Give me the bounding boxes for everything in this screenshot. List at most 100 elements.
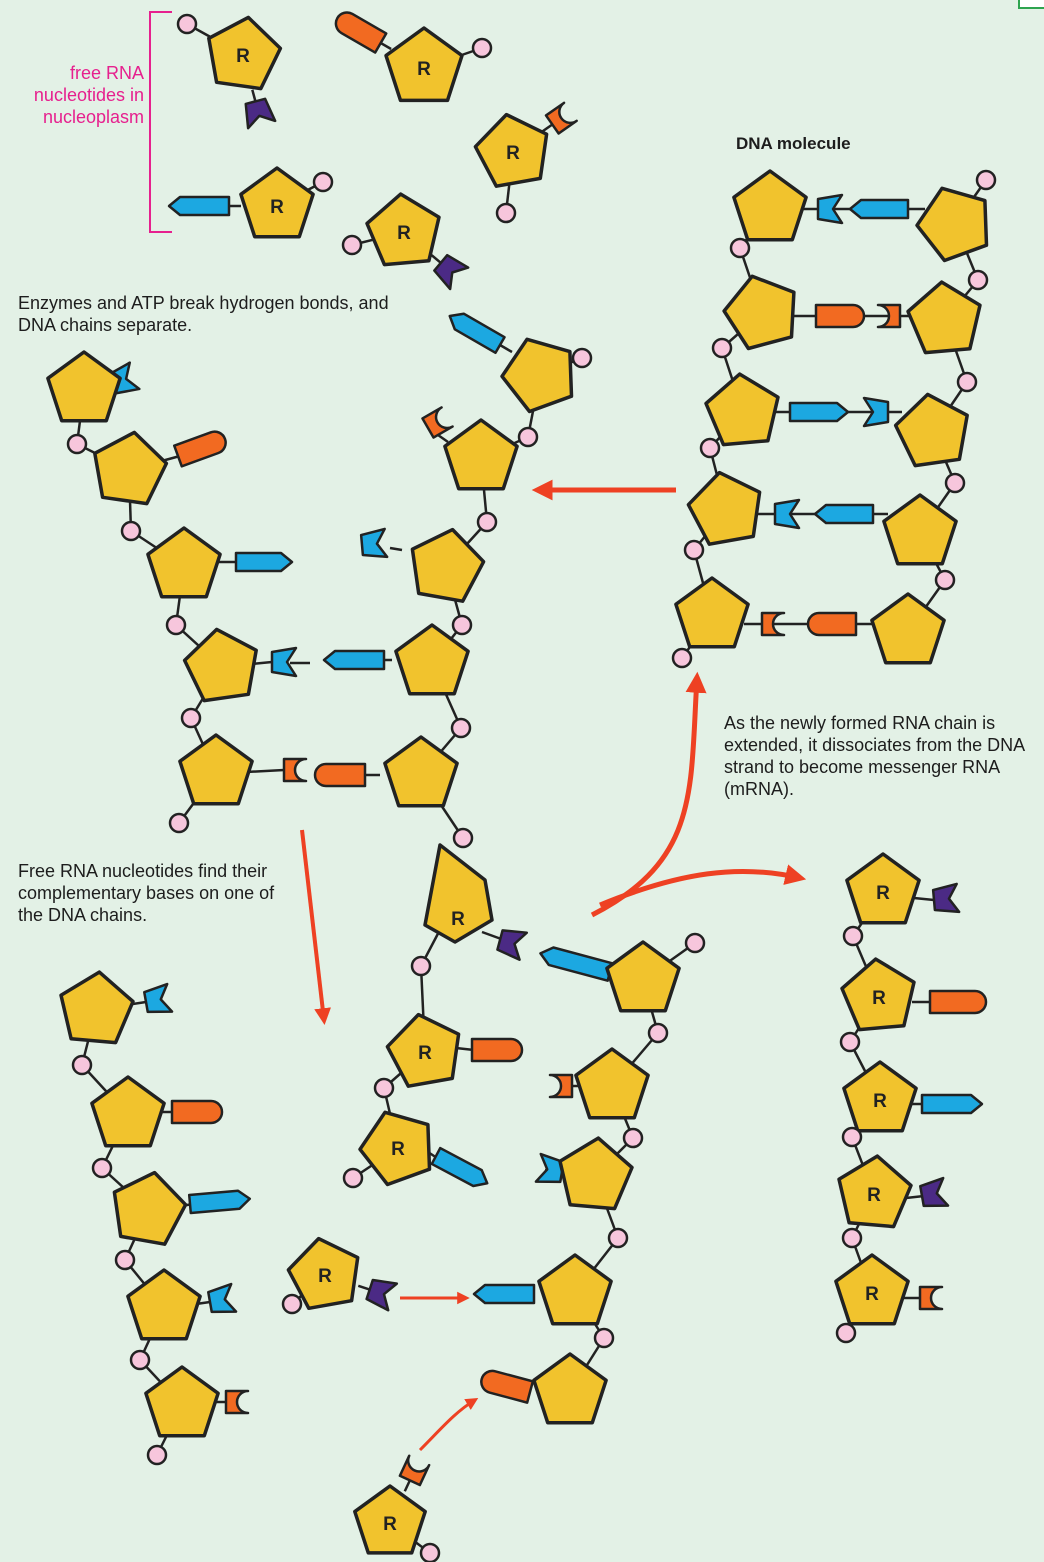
base-shape — [808, 613, 856, 635]
purple-notch-base — [242, 98, 275, 128]
phosphate-circle — [131, 1351, 149, 1369]
sugar-pentagon — [95, 432, 167, 503]
base-shape — [538, 945, 612, 981]
phosphate-circle — [686, 934, 704, 952]
ribose-letter: R — [876, 883, 890, 904]
deoxyribose-sugar — [396, 625, 468, 694]
base-shape — [284, 759, 306, 781]
phosphate-circle — [421, 1544, 439, 1562]
ribose-sugar: R — [355, 1486, 425, 1553]
deoxyribose-sugar — [917, 188, 987, 260]
base-shape — [815, 505, 873, 523]
deoxyribose-sugar — [128, 1270, 200, 1339]
base-shape — [479, 1368, 533, 1402]
base-shape — [236, 553, 292, 571]
deoxyribose-sugar — [576, 1049, 648, 1118]
blue-arrow-base — [236, 553, 292, 571]
dna-molecule-label: DNA molecule — [736, 133, 851, 155]
base-shape — [189, 1190, 250, 1213]
ribose-letter: R — [383, 1514, 397, 1535]
phosphate-circle — [454, 829, 472, 847]
base-shape — [432, 252, 468, 289]
ribose-sugar: R — [847, 854, 919, 923]
base-shape — [933, 884, 959, 914]
sugar-pentagon — [445, 420, 517, 489]
phosphate-circle — [178, 15, 196, 33]
phosphate-circle — [843, 1128, 861, 1146]
base-bond — [358, 1286, 369, 1290]
ribose-sugar: R — [839, 1156, 911, 1227]
sugar-pentagon — [412, 530, 483, 602]
ribose-letter: R — [451, 909, 465, 930]
deoxyribose-sugar — [412, 530, 483, 602]
sugar-pentagon — [576, 1049, 648, 1118]
base-shape — [445, 308, 504, 353]
phosphate-circle — [685, 541, 703, 559]
ribose-sugar: R — [475, 115, 546, 187]
ribose-letter: R — [418, 1043, 432, 1064]
blue-notch-base — [144, 984, 172, 1016]
base-shape — [920, 1178, 948, 1210]
base-shape — [536, 1154, 564, 1186]
incoming-arrow-2 — [420, 1400, 475, 1450]
blue-arrow-base — [538, 945, 612, 981]
ribose-letter: R — [391, 1139, 405, 1160]
ribose-letter: R — [236, 46, 250, 67]
base-shape — [850, 200, 908, 218]
base-shape — [816, 305, 864, 327]
phosphate-circle — [497, 204, 515, 222]
ribose-sugar: R — [367, 194, 439, 265]
ribose-sugar: R — [844, 1062, 916, 1131]
blue-notch-base — [208, 1284, 236, 1316]
base-shape — [169, 197, 229, 215]
phosphate-circle — [73, 1056, 91, 1074]
sugar-pentagon — [884, 495, 956, 564]
base-shape — [324, 651, 384, 669]
sugar-pentagon — [917, 188, 987, 260]
orange-cup-base — [423, 407, 453, 437]
orange-cup-base — [226, 1391, 248, 1413]
base-shape — [172, 1101, 222, 1123]
blue-arrow-base — [324, 651, 384, 669]
deoxyribose-sugar — [872, 594, 944, 663]
purple-notch-base — [920, 1178, 948, 1210]
ribose-sugar: R — [386, 28, 462, 100]
base-shape — [922, 1095, 982, 1113]
base-shape — [174, 429, 229, 467]
ribose-letter: R — [873, 1091, 887, 1112]
ribose-letter: R — [397, 223, 411, 244]
base-shape — [930, 991, 986, 1013]
blue-arrow-base — [445, 308, 504, 353]
pair-arrow — [302, 830, 324, 1020]
base-bond — [252, 90, 255, 102]
sugar-pentagon — [148, 528, 220, 597]
base-shape — [550, 1075, 572, 1097]
phosphate-circle — [837, 1324, 855, 1342]
phosphate-circle — [170, 814, 188, 832]
base-shape — [423, 407, 453, 437]
deoxyribose-sugar — [95, 432, 167, 503]
ribose-letter: R — [270, 197, 284, 218]
base-shape — [315, 764, 365, 786]
phosphate-circle — [844, 927, 862, 945]
orange-round-base — [808, 613, 856, 635]
deoxyribose-sugar — [534, 1354, 606, 1423]
phosphate-circle — [731, 239, 749, 257]
base-bond — [432, 255, 441, 263]
phosphate-circle — [958, 373, 976, 391]
phosphate-circle — [624, 1129, 642, 1147]
sugar-pentagon — [128, 1270, 200, 1339]
deoxyribose-sugar — [445, 420, 517, 489]
deoxyribose-sugar — [908, 282, 980, 353]
purple-notch-base — [432, 252, 468, 289]
base-shape — [790, 403, 848, 421]
base-bond — [500, 345, 512, 352]
deoxyribose-sugar — [688, 473, 759, 545]
base-shape — [242, 98, 275, 128]
blue-notch-base — [536, 1154, 564, 1186]
phosphate-circle — [573, 349, 591, 367]
ribose-letter: R — [867, 1185, 881, 1206]
phosphate-circle — [595, 1329, 613, 1347]
ribose-letter: R — [506, 143, 520, 164]
ribose-letter: R — [318, 1266, 332, 1287]
